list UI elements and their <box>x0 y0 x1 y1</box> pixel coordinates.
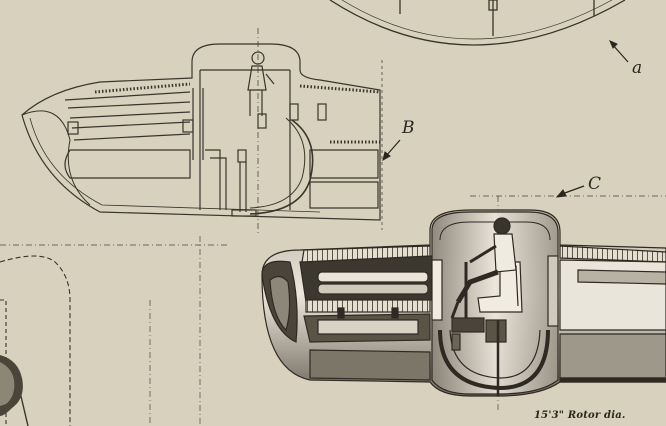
label-a: a <box>632 58 643 78</box>
gondola-render-c <box>261 209 666 397</box>
label-c: C <box>588 174 602 194</box>
rotor-caption: 15'3" Rotor dia. <box>534 410 626 421</box>
leader-arrow-c <box>555 185 585 198</box>
rotor-arc-a <box>329 0 626 46</box>
leader-arrow-a <box>609 40 629 63</box>
gondola-section-b <box>21 28 383 236</box>
leader-arrow-b <box>382 139 401 162</box>
label-b: B <box>402 118 415 138</box>
left-ornament <box>0 355 23 416</box>
